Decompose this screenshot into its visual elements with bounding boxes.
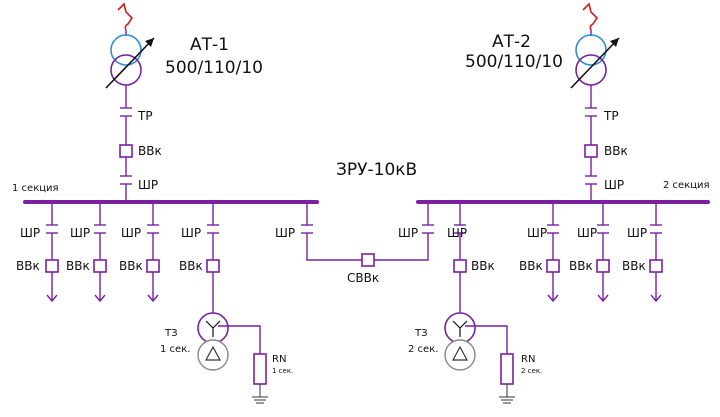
feeder-disconnector-label: ШР <box>447 226 467 240</box>
feeder-breaker[interactable] <box>453 259 467 273</box>
at2-breaker-label: ВВк <box>604 144 628 158</box>
feeder-breaker-label: ВВк <box>16 259 40 273</box>
feeder-disconnector-label: ШР <box>121 226 141 240</box>
feeder-breaker[interactable] <box>596 259 610 273</box>
tz1-section: 1 сек. <box>160 344 190 355</box>
feeder-disconnector-label: ШР <box>527 226 547 240</box>
feeder <box>649 202 663 303</box>
rn1-label: RN <box>272 354 286 365</box>
feeder-breaker[interactable] <box>45 259 59 273</box>
feeder <box>93 202 107 303</box>
feeder <box>45 202 59 303</box>
section-2-label: 2 секция <box>663 180 710 191</box>
rn1-section: 1 сек. <box>272 367 293 375</box>
section-coupler <box>301 202 434 267</box>
load-arrow-icon <box>650 294 662 303</box>
feeder-breaker-label: ВВк <box>179 259 203 273</box>
feeder-disconnector-label: ШР <box>181 226 201 240</box>
feed-squiggle-icon <box>117 2 134 31</box>
at1-name: АТ-1 <box>190 35 229 55</box>
sectional-breaker[interactable] <box>361 253 375 267</box>
feeder-disconnector-label: ШР <box>627 226 647 240</box>
at1-breaker-label: ВВк <box>138 144 162 158</box>
at1-breaker[interactable] <box>119 144 133 158</box>
feeder-disconnector-label: ШР <box>577 226 597 240</box>
tz2-label: ТЗ <box>414 328 428 339</box>
hv-winding-icon <box>575 34 607 66</box>
feeder-breaker-label: ВВк <box>622 259 646 273</box>
load-arrow-icon <box>597 294 609 303</box>
hv-winding-icon <box>110 34 142 66</box>
coupler-left-disconnector-label: ШР <box>275 226 295 240</box>
feeder-breaker-label: ВВк <box>66 259 90 273</box>
tz1-label: ТЗ <box>164 328 178 339</box>
feeder-breaker[interactable] <box>546 259 560 273</box>
at1-disconnector-label: ШР <box>138 178 158 192</box>
load-arrow-icon <box>94 294 106 303</box>
feeder-breaker[interactable] <box>146 259 160 273</box>
tz-delta-winding-icon <box>444 339 476 371</box>
at1-tr-label: ТР <box>137 109 153 123</box>
autotransformer-at1 <box>105 2 155 89</box>
at1-ratio: 500/110/10 <box>165 58 263 78</box>
feeder-breaker-label: ВВк <box>569 259 593 273</box>
load-arrow-icon <box>147 294 159 303</box>
feeder <box>546 202 560 303</box>
feeder-disconnector-label: ШР <box>70 226 90 240</box>
at2-breaker[interactable] <box>584 144 598 158</box>
load-arrow-icon <box>547 294 559 303</box>
autotransformer-at2 <box>570 2 620 89</box>
neutral-resistor <box>253 353 267 385</box>
at2-ratio: 500/110/10 <box>465 52 563 72</box>
switchgear-title: ЗРУ-10кВ <box>336 160 417 180</box>
tz-delta-winding-icon <box>197 339 229 371</box>
grounding-feeder-1 <box>197 202 268 404</box>
coupler-right-disconnector-label: ШР <box>398 226 418 240</box>
feeder <box>146 202 160 303</box>
feeder-disconnector-label: ШР <box>20 226 40 240</box>
feed-squiggle-icon <box>582 2 599 31</box>
rn2-label: RN <box>521 354 535 365</box>
feeder <box>596 202 610 303</box>
sectional-breaker-label: СВВк <box>347 271 379 285</box>
grounding-feeder-2 <box>444 202 515 404</box>
load-arrow-icon <box>46 294 58 303</box>
feeder-breaker[interactable] <box>649 259 663 273</box>
at1-riser <box>119 85 133 202</box>
at2-name: АТ-2 <box>492 32 531 52</box>
tz2-section: 2 сек. <box>408 344 438 355</box>
feeder-breaker[interactable] <box>93 259 107 273</box>
feeder-breaker-label: ВВк <box>519 259 543 273</box>
at2-disconnector-label: ШР <box>604 178 624 192</box>
feeder-breaker-label: ВВк <box>119 259 143 273</box>
regulation-arrow-icon <box>145 38 154 47</box>
lv-winding-icon <box>575 54 607 86</box>
rn2-section: 2 сек. <box>521 367 542 375</box>
lv-winding-icon <box>110 54 142 86</box>
feeder-breaker[interactable] <box>206 259 220 273</box>
at2-riser <box>584 85 598 202</box>
feeder-breaker-label: ВВк <box>471 259 495 273</box>
regulation-arrow-icon <box>610 38 619 47</box>
at2-tr-label: ТР <box>603 109 619 123</box>
neutral-resistor <box>500 353 514 385</box>
section-1-label: 1 секция <box>12 183 59 194</box>
